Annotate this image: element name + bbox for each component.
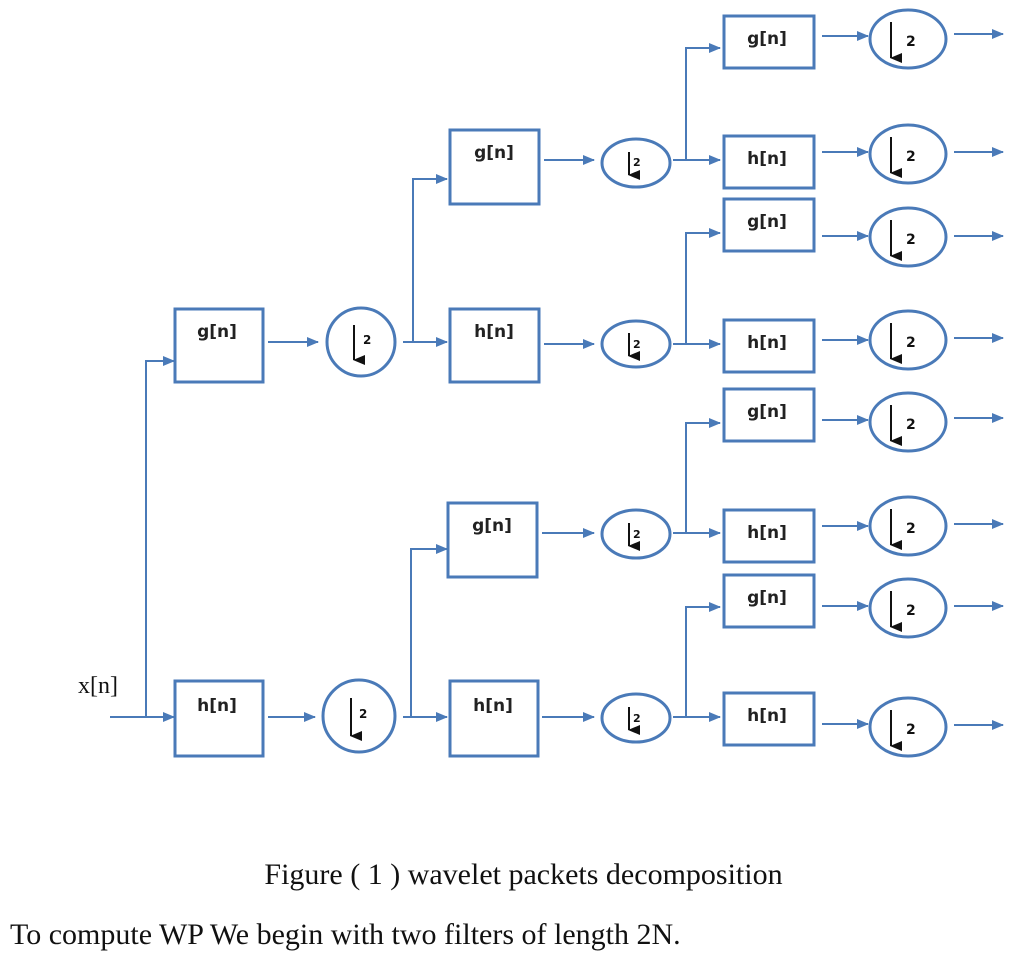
downsampler-level1-top: 2 [325,306,397,378]
filter-label: g[n] [747,402,787,422]
downsample-factor: 2 [906,149,916,165]
downsample-factor: 2 [633,338,641,351]
downsample-factor: 2 [633,156,641,169]
filter-g-level3-4: g[n] [722,573,816,629]
filter-g-level1: g[n] [173,307,265,384]
downsampler-level3-7: 2 [868,577,948,639]
downsample-factor: 2 [906,722,916,738]
filter-h-level2-a: h[n] [448,307,541,384]
filter-label: g[n] [747,29,787,49]
level-3-wiring [673,43,721,722]
filter-g-level3-3: g[n] [722,387,816,443]
downsample-factor: 2 [363,333,371,347]
filter-h-level2-b: h[n] [448,679,540,758]
filter-h-level3-1: h[n] [722,134,816,190]
output-arrows [954,29,1004,730]
level-1: g[n] 2 h[n] 2 [173,306,397,758]
filter-h-level1: h[n] [173,679,265,758]
level-3-filters: g[n] h[n] g[n] h[n] g[n] h[n] g[n] h[n] [722,14,816,747]
downsampler-level2-2: 2 [600,319,672,369]
filter-label: g[n] [747,212,787,232]
level-3-arrows [822,31,869,729]
filter-label: g[n] [474,143,514,163]
filter-label: h[n] [747,149,787,169]
body-paragraph: To compute WP We begin with two filters … [10,918,681,951]
downsampler-level3-2: 2 [868,123,948,185]
filter-label: g[n] [472,516,512,536]
downsample-factor: 2 [906,417,916,433]
filter-label: h[n] [473,696,513,716]
downsample-factor: 2 [906,335,916,351]
filter-g-level2-a: g[n] [448,128,541,206]
downsampler-level2-4: 2 [600,692,672,744]
downsample-factor: 2 [906,34,916,50]
downsampler-level3-5: 2 [868,391,948,453]
downsampler-level3-6: 2 [868,495,948,557]
filter-h-level3-4: h[n] [722,691,816,747]
downsampler-level2-1: 2 [600,137,672,189]
downsampler-level3-1: 2 [868,8,948,70]
figure-caption: Figure ( 1 ) wavelet packets decompositi… [264,858,783,891]
filter-g-level3-1: g[n] [722,14,816,70]
input-wiring [110,356,175,722]
input-label: x[n] [78,673,118,699]
filter-label: h[n] [747,706,787,726]
filter-label: h[n] [474,322,514,342]
filter-label: g[n] [197,322,237,342]
downsampler-level3-8: 2 [868,696,948,758]
downsample-factor: 2 [906,521,916,537]
downsampler-level3-3: 2 [868,206,948,268]
filter-label: h[n] [747,333,787,353]
filter-h-level3-2: h[n] [722,318,816,374]
downsampler-level1-bottom: 2 [321,678,397,754]
downsample-factor: 2 [633,528,641,541]
filter-label: h[n] [197,696,237,716]
filter-h-level3-3: h[n] [722,508,816,564]
downsample-factor: 2 [906,603,916,619]
filter-label: g[n] [747,588,787,608]
filter-label: h[n] [747,523,787,543]
downsample-factor: 2 [359,707,367,721]
downsampler-level3-4: 2 [868,309,948,371]
filter-g-level3-2: g[n] [722,197,816,253]
filter-g-level2-b: g[n] [446,501,539,579]
downsample-factor: 2 [906,232,916,248]
level-2: g[n] h[n] g[n] h[n] 2 2 [403,128,672,758]
downsampler-level2-3: 2 [600,508,672,560]
downsample-factor: 2 [633,712,641,725]
level-3-downsamplers: 2 2 2 2 2 2 2 [868,8,948,758]
